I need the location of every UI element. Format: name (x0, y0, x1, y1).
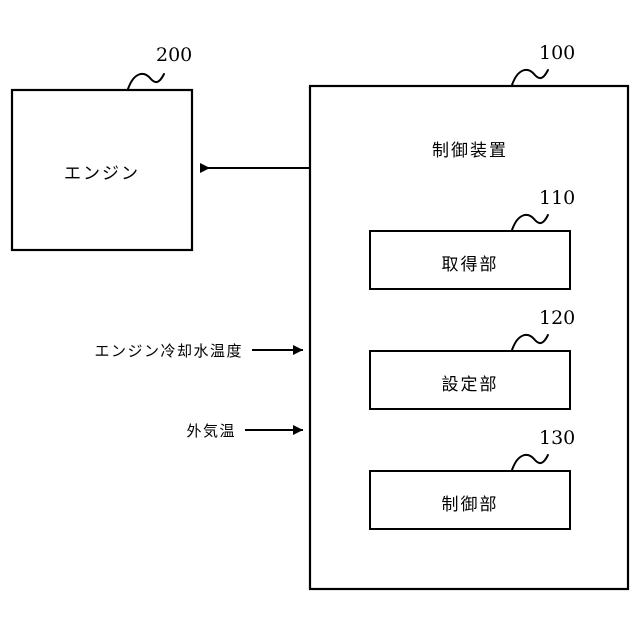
signal-label-outside-air-temperature: 外気温 (186, 422, 236, 440)
acquisition-unit-label: 取得部 (441, 255, 499, 275)
reference-numeral-200: 200 (156, 44, 193, 66)
setting-unit-label: 設定部 (441, 375, 499, 395)
leader-line-120 (511, 333, 549, 351)
reference-numeral-100: 100 (539, 42, 576, 64)
reference-numeral-120: 120 (539, 307, 576, 329)
control-unit-label: 制御部 (441, 495, 499, 515)
engine-block-label: エンジン (64, 164, 140, 184)
leader-line-110 (511, 213, 549, 231)
engine-block-rect (10, 88, 194, 252)
control-unit-rect (369, 470, 571, 530)
reference-numeral-130: 130 (539, 427, 576, 449)
control-device-title: 制御装置 (432, 141, 508, 161)
leader-line-100 (511, 68, 549, 86)
leader-line-200 (127, 72, 165, 90)
acquisition-unit-rect (369, 230, 571, 290)
signal-label-engine-coolant-temperature: エンジン冷却水温度 (94, 342, 243, 360)
leader-line-130 (511, 453, 549, 471)
reference-numeral-110: 110 (539, 187, 576, 209)
setting-unit-rect (369, 350, 571, 410)
